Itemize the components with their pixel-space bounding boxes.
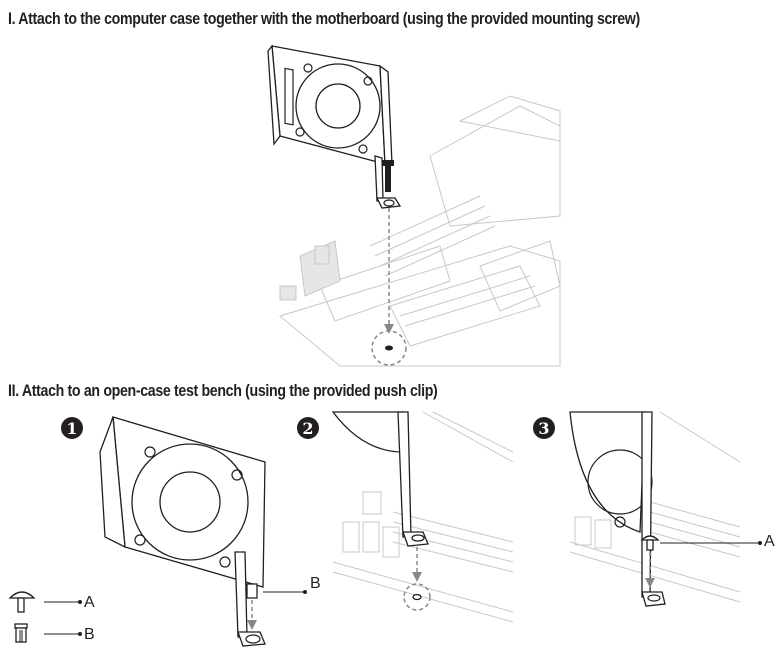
section-2-title: II. Attach to an open-case test bench (u… bbox=[8, 382, 438, 400]
step-2-badge: 2 bbox=[297, 417, 319, 439]
step-3-illustration bbox=[569, 411, 762, 607]
legend-label-A: A bbox=[84, 594, 95, 611]
section-1-title: I. Attach to the computer case together … bbox=[8, 10, 640, 28]
legend-drawing bbox=[8, 591, 82, 643]
step-1-badge: 1 bbox=[61, 417, 83, 439]
step-3-callout-A: A bbox=[764, 533, 775, 550]
legend-label-B: B bbox=[84, 626, 95, 643]
push-clip-icon bbox=[246, 583, 258, 599]
fan-assembly bbox=[267, 44, 402, 209]
mount-hole-icon bbox=[385, 345, 393, 351]
motherboard-drawing bbox=[278, 95, 561, 367]
push-pin-icon bbox=[8, 591, 36, 599]
step-3-badge: 3 bbox=[533, 417, 555, 439]
step-1-callout-B: B bbox=[310, 575, 321, 592]
push-pin-icon bbox=[640, 535, 660, 541]
screw-icon bbox=[385, 164, 391, 192]
step-1-illustration bbox=[99, 416, 307, 647]
step-2-illustration bbox=[331, 411, 514, 623]
mount-hole-icon bbox=[412, 593, 422, 601]
section-1-illustration bbox=[267, 44, 561, 367]
